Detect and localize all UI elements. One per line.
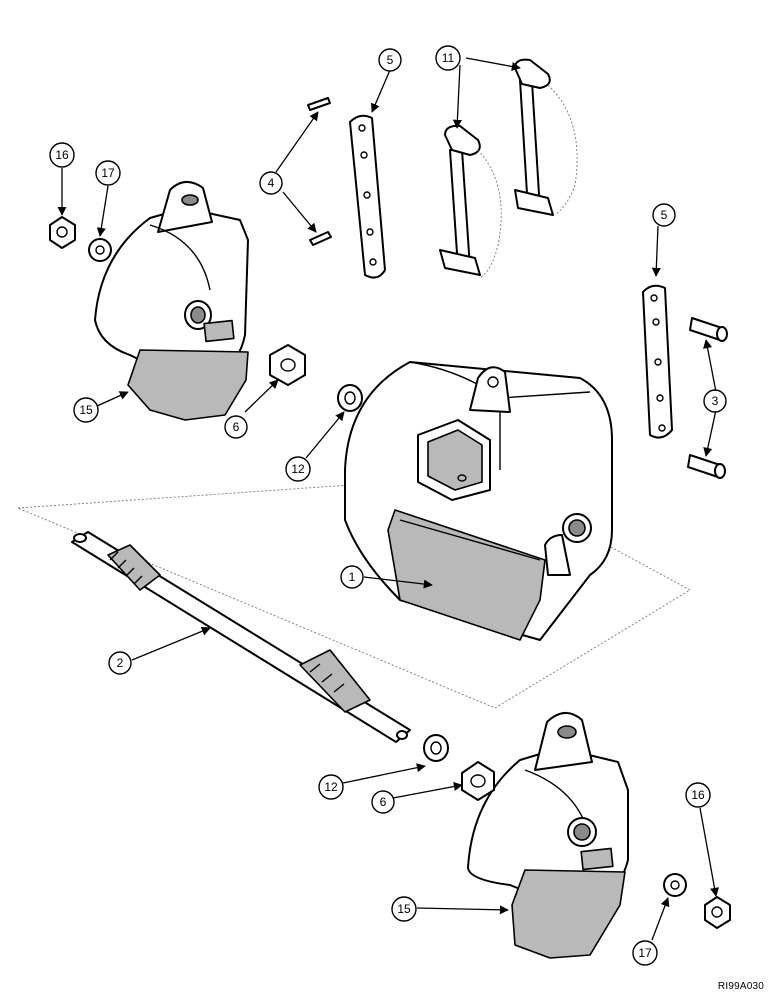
side-weight-part-15-lower (467, 712, 629, 959)
nut-part-6 (269, 344, 495, 801)
drawing-reference-code: RI99A030 (717, 981, 764, 992)
callout-17-lower: 17 (632, 940, 658, 966)
callout-15-upper: 15 (73, 397, 99, 423)
callout-label: 16 (55, 148, 69, 162)
callout-label: 5 (661, 208, 668, 222)
callout-3: 3 (703, 389, 727, 413)
leader-lines (57, 57, 720, 941)
shaft-part-5 (71, 531, 411, 743)
callout-1: 1 (340, 565, 364, 589)
callout-2-lower: 5 (652, 203, 676, 227)
callout-label: 2 (117, 656, 124, 670)
callout-2-upper: 5 (378, 48, 402, 72)
callout-label: 5 (387, 53, 394, 67)
callout-6-upper: 6 (224, 415, 248, 439)
center-weight-part-1 (344, 361, 613, 641)
callout-6-lower: 6 (371, 790, 395, 814)
callout-16-upper: 16 (49, 142, 75, 168)
washer-part-17 (88, 238, 687, 897)
link-plate-part-2-upper (349, 114, 386, 279)
callout-label: 15 (397, 902, 411, 916)
callout-label: 17 (638, 946, 652, 960)
callout-label: 4 (268, 176, 275, 190)
callout-12-lower: 12 (318, 774, 344, 800)
callout-label: 3 (712, 394, 719, 408)
callout-16-lower: 16 (685, 782, 711, 808)
callout-label: 1 (349, 570, 356, 584)
pin-part-3 (687, 317, 728, 479)
callout-label: 12 (324, 780, 338, 794)
callout-label: 11 (442, 51, 455, 65)
cotter-pin-part-4 (307, 97, 332, 246)
callout-4: 4 (259, 171, 283, 195)
callout-11: 11 (435, 45, 461, 71)
callout-label: 16 (691, 788, 705, 802)
callout-5: 2 (108, 651, 132, 675)
callout-label: 6 (233, 420, 240, 434)
callout-label: 17 (101, 166, 115, 180)
callout-label: 15 (79, 403, 93, 417)
washer-part-12 (337, 384, 449, 762)
side-weight-part-15-upper (94, 181, 249, 421)
callout-15-lower: 15 (391, 896, 417, 922)
callout-label: 6 (380, 795, 387, 809)
assembly-plane-outline (17, 475, 691, 709)
nut-part-16 (49, 216, 731, 929)
callout-17-upper: 17 (95, 160, 121, 186)
callout-label: 12 (291, 462, 305, 476)
callout-12-upper: 12 (285, 456, 311, 482)
link-plate-part-2-lower (642, 284, 673, 439)
lynch-pin-part-11 (439, 58, 578, 279)
